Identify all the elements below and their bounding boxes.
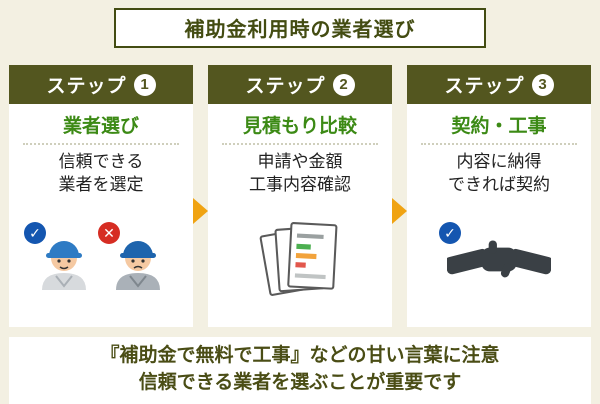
step-1-body: 業者選び 信頼できる 業者を選定 ✓: [9, 104, 193, 327]
page-title: 補助金利用時の業者選び: [184, 19, 416, 41]
step-card-3: ステップ 3 契約・工事 内容に納得 できれば契約 ✓: [407, 65, 591, 327]
footer-line-1: 『補助金で無料で工事』などの甘い言葉に注意: [100, 345, 500, 366]
step-1-desc-line-1: 信頼できる: [58, 152, 144, 171]
worker-approved-wrap: ✓: [24, 221, 96, 290]
cross-badge-icon: ✕: [98, 221, 120, 244]
step-1-icon-area: ✓ ✕: [15, 197, 187, 319]
step-2-icon-area: [214, 197, 386, 319]
step-3-body: 契約・工事 内容に納得 できれば契約 ✓: [407, 104, 591, 327]
step-card-2: ステップ 2 見積もり比較 申請や金額 工事内容確認: [208, 65, 392, 327]
step-2-title: 見積もり比較: [222, 111, 378, 145]
steps-row: ステップ 1 業者選び 信頼できる 業者を選定 ✓: [9, 65, 591, 327]
step-2-label: ステップ: [245, 76, 326, 97]
step-2-header: ステップ 2: [208, 65, 392, 104]
step-3-icon-area: ✓: [413, 197, 585, 319]
handshake-icon: [447, 240, 551, 278]
footer-note: 『補助金で無料で工事』などの甘い言葉に注意 信頼できる業者を選ぶことが重要です: [9, 337, 591, 404]
quote-documents-icon: [259, 221, 338, 296]
step-3-desc-line-2: できれば契約: [448, 174, 550, 194]
step-2-desc-line-2: 工事内容確認: [249, 174, 351, 194]
step-2-description: 申請や金額 工事内容確認: [214, 151, 386, 197]
step-1-desc-line-2: 業者を選定: [58, 174, 144, 194]
step-1-label: ステップ: [46, 76, 127, 97]
footer-line-2: 信頼できる業者を選ぶことが重要です: [138, 371, 462, 393]
step-3-header: ステップ 3: [407, 65, 591, 104]
step-2-number-badge: 2: [332, 73, 355, 96]
check-badge-icon: ✓: [439, 221, 461, 244]
worker-rejected-icon: [116, 240, 160, 290]
check-badge-icon: ✓: [24, 221, 46, 244]
step-3-desc-line-1: 内容に納得: [456, 152, 542, 171]
arrow-right-icon: [392, 198, 407, 224]
step-1-number-badge: 1: [133, 73, 156, 96]
step-2-body: 見積もり比較 申請や金額 工事内容確認: [208, 104, 392, 327]
page-title-box: 補助金利用時の業者選び: [114, 8, 486, 48]
arrow-right-icon: [193, 198, 208, 224]
step-1-title: 業者選び: [23, 111, 179, 145]
step-3-number-badge: 3: [531, 73, 554, 96]
handshake-wrap: ✓: [439, 221, 551, 290]
step-3-label: ステップ: [444, 76, 525, 97]
step-1-description: 信頼できる 業者を選定: [15, 151, 187, 197]
step-2-desc-line-1: 申請や金額: [257, 152, 343, 171]
worker-approved-icon: [42, 240, 86, 290]
worker-rejected-wrap: ✕: [98, 221, 170, 290]
step-3-title: 契約・工事: [421, 111, 577, 145]
step-card-1: ステップ 1 業者選び 信頼できる 業者を選定 ✓: [9, 65, 193, 327]
step-1-header: ステップ 1: [9, 65, 193, 104]
step-3-description: 内容に納得 できれば契約: [413, 151, 585, 197]
